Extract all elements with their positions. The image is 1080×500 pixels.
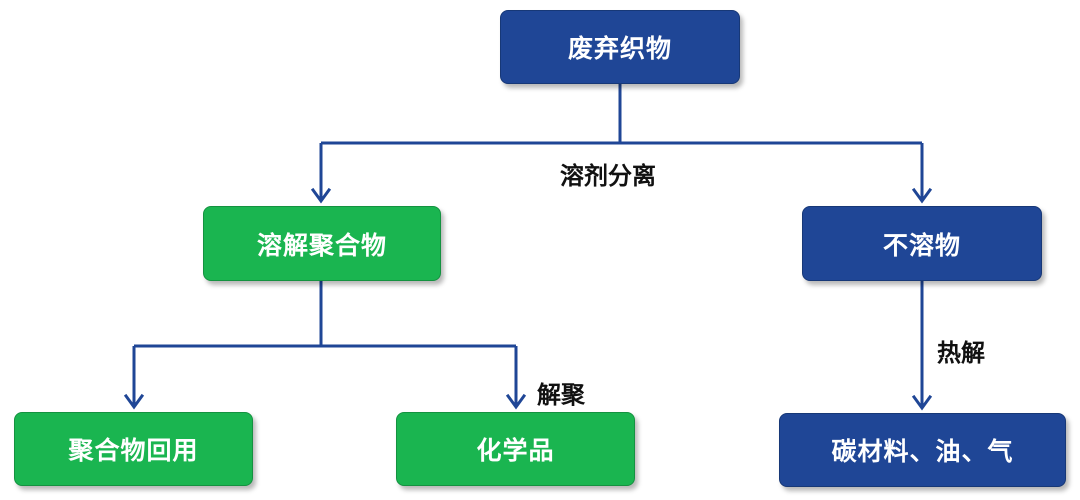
arrowhead-insoluble-matter (911, 187, 933, 204)
edge-label-depolymerization: 解聚 (537, 381, 585, 409)
node-polymer-recycling: 聚合物回用 (14, 412, 253, 486)
arrowhead-carbon-oil-gas (911, 394, 933, 411)
node-dissolved-polymer: 溶解聚合物 (203, 206, 441, 281)
node-insoluble-matter: 不溶物 (802, 206, 1042, 281)
arrowhead-chemicals (505, 393, 527, 410)
edge-label-solvent-separation: 溶剂分离 (560, 162, 656, 190)
arrowhead-dissolved-polymer (310, 187, 332, 204)
node-chemicals: 化学品 (396, 412, 635, 486)
edge-label-pyrolysis: 热解 (937, 339, 985, 367)
arrowhead-polymer-recycling (123, 393, 145, 410)
node-carbon-oil-gas: 碳材料、油、气 (779, 413, 1066, 487)
node-waste-textiles: 废弃织物 (500, 10, 740, 84)
